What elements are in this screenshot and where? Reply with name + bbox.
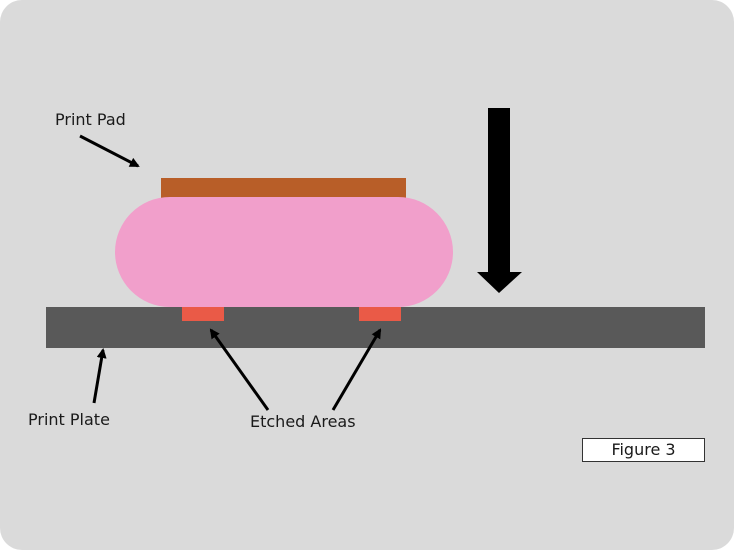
print-pad-label: Print Pad: [55, 110, 126, 129]
etched-right-pointer-arrow: [331, 328, 382, 411]
print-pad: [115, 197, 453, 307]
etched-left-pointer-arrow: [209, 328, 270, 411]
print-plate-pointer-arrow: [92, 348, 107, 404]
press-down-arrow: [477, 108, 522, 293]
etched-area-right: [359, 307, 401, 321]
etched-areas-label: Etched Areas: [250, 412, 356, 431]
figure-caption: Figure 3: [582, 438, 705, 462]
print-plate-label: Print Plate: [28, 410, 110, 429]
etched-area-left: [182, 307, 224, 321]
print-pad-pointer-arrow: [79, 134, 140, 168]
